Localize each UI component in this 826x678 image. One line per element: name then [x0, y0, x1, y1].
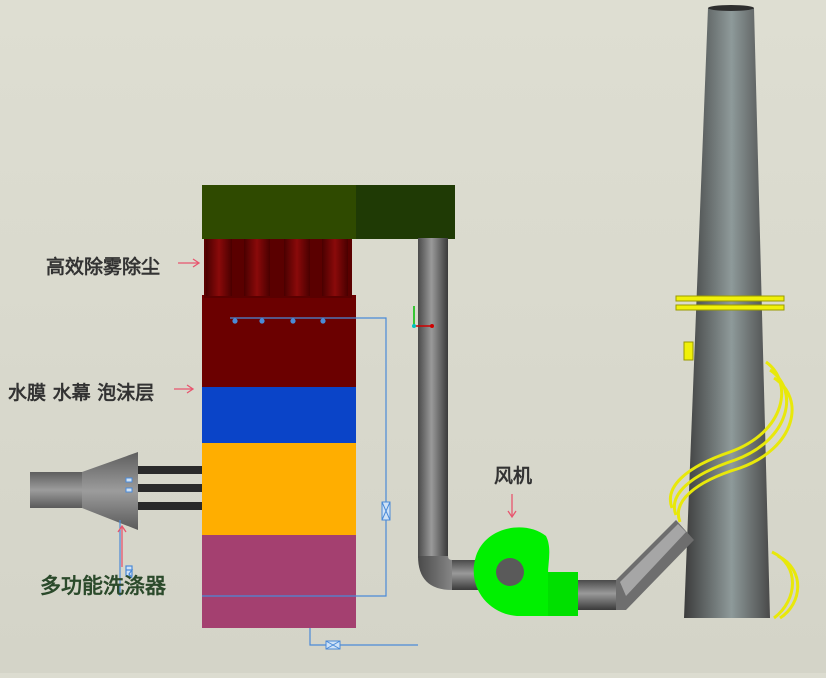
fan	[473, 527, 578, 616]
scrubber-tower	[202, 295, 356, 628]
demister-tubes	[204, 238, 352, 298]
water-film-section	[202, 387, 356, 443]
bottom-section	[202, 535, 356, 628]
label-scrubber: 多功能洗涤器	[40, 574, 166, 598]
axis-triad-icon	[412, 306, 434, 328]
top-hood	[202, 185, 455, 239]
chimney-ladder	[668, 295, 800, 620]
valve-icon	[125, 477, 391, 650]
label-demister: 高效除雾除尘	[46, 256, 161, 278]
label-fan: 风机	[494, 465, 533, 487]
spray-section	[202, 295, 356, 387]
water-circulation-line	[119, 317, 418, 646]
foam-layer-section	[202, 443, 356, 535]
fan-outlet-pipe	[578, 520, 694, 610]
chimney	[684, 5, 770, 618]
arrow-icon	[117, 258, 517, 567]
inlet-duct	[30, 452, 202, 530]
label-layers: 水膜 水幕 泡沫层	[8, 382, 155, 404]
